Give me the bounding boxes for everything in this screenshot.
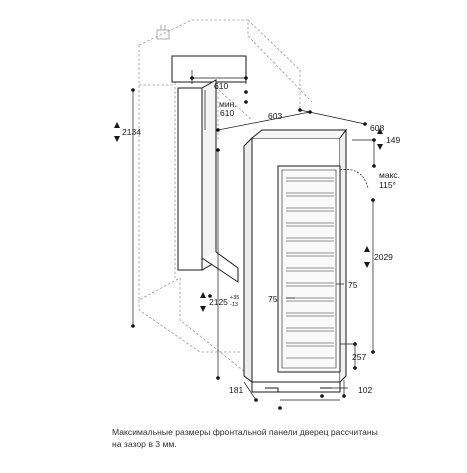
dim-tolerance-minus-text: -13 xyxy=(230,302,238,308)
dim-610-text: 610 xyxy=(214,81,228,91)
dim-257-text: 257 xyxy=(352,352,366,362)
door-swing-arc xyxy=(339,169,369,189)
caption-line-2: на зазор в 3 мм. xyxy=(112,439,177,449)
caption-line-1: Максимальные размеры фронтальной панели … xyxy=(112,427,378,437)
dimension-markers xyxy=(131,76,376,410)
dim-181-text: 181 xyxy=(229,385,243,395)
dim-75-left-text: 75 xyxy=(268,294,278,304)
dim-149-text: 149 xyxy=(386,135,400,145)
door-panel xyxy=(171,55,247,283)
dim-603-text: 603 xyxy=(268,111,282,121)
dim-min-word-text: мин. xyxy=(219,99,237,109)
dim-75-right-text: 75 xyxy=(348,280,358,290)
dim-102-text: 102 xyxy=(358,385,372,395)
dim-2029-text: 2029 xyxy=(374,252,393,262)
dimension-arrows xyxy=(114,122,383,312)
dim-2125-text: 2125 xyxy=(209,297,228,307)
outlet-icon xyxy=(156,25,170,40)
dim-tolerance-plus-text: +35 xyxy=(230,295,239,301)
dim-max-angle-text: 115° xyxy=(379,180,396,190)
caption: Максимальные размеры фронтальной панели … xyxy=(112,426,452,450)
cabinet-body xyxy=(243,128,347,393)
dim-2134-text: 2134 xyxy=(122,127,141,137)
dim-max-word-text: макс. xyxy=(379,170,400,180)
shelves xyxy=(286,177,334,359)
dim-min-610-text: 610 xyxy=(220,108,234,118)
dim-608-text: 608 xyxy=(370,123,384,133)
